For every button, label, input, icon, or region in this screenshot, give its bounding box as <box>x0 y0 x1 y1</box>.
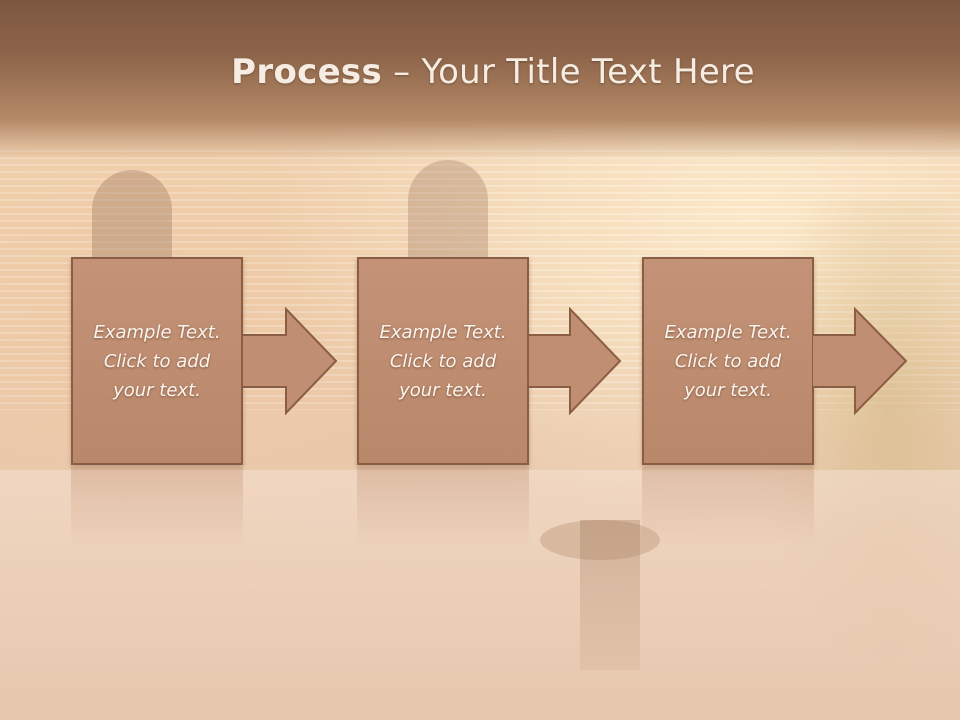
title-rest-text: – Your Title Text Here <box>382 52 755 92</box>
arrow-right-icon <box>242 307 338 415</box>
title-band <box>0 0 960 160</box>
arrow-right-icon <box>528 307 622 415</box>
slide-title[interactable]: Process – Your Title Text Here <box>0 52 960 92</box>
process-step-2-reflection <box>357 467 529 547</box>
process-step-1[interactable]: Example Text. Click to add your text. <box>71 257 243 465</box>
background-person-right <box>408 160 488 270</box>
process-step-2-text: Example Text. Click to add your text. <box>379 321 507 401</box>
background-table <box>540 520 660 560</box>
process-step-1-reflection <box>71 467 243 547</box>
process-step-3[interactable]: Example Text. Click to add your text. <box>642 257 814 465</box>
background-ground <box>0 470 960 720</box>
process-step-2[interactable]: Example Text. Click to add your text. <box>357 257 529 465</box>
title-bold-text: Process <box>231 52 383 92</box>
arrow-right-icon <box>812 307 908 415</box>
process-step-3-reflection <box>642 467 814 547</box>
process-step-1-text: Example Text. Click to add your text. <box>93 321 221 401</box>
background-stool <box>580 520 640 670</box>
process-step-3-text: Example Text. Click to add your text. <box>664 321 792 401</box>
